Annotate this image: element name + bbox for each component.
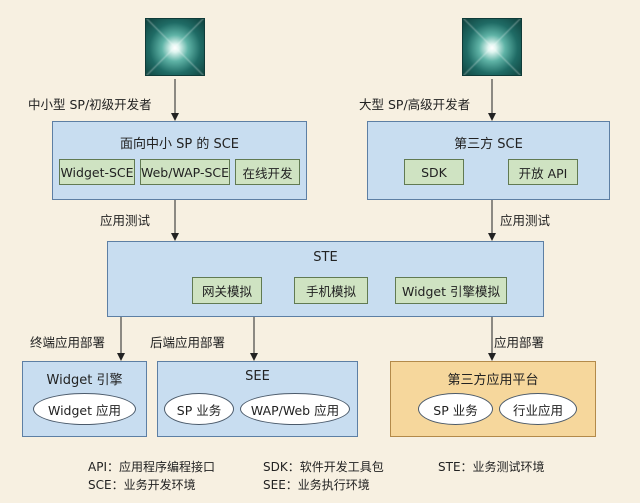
sce-third-box: 第三方 SCE SDK 开放 API <box>367 121 610 200</box>
legend-sce: SCE：业务开发环境 <box>88 478 196 492</box>
widget-app-oval: Widget 应用 <box>33 393 136 425</box>
test-left-label: 应用测试 <box>100 213 151 228</box>
open-api-item: 开放 API <box>508 159 578 185</box>
third-sp-service-oval: SP 业务 <box>418 393 493 425</box>
widget-engine-title: Widget 引擎 <box>46 373 123 388</box>
see-wap-web-oval: WAP/Web 应用 <box>240 393 350 425</box>
sme-sp-label: 中小型 SP/初级开发者 <box>28 97 152 112</box>
see-title: SEE <box>245 369 270 384</box>
third-industry-app-oval: 行业应用 <box>499 393 577 425</box>
deploy-backend-label: 后端应用部署 <box>150 335 226 350</box>
legend-sdk: SDK：软件开发工具包 <box>263 460 384 474</box>
legend-api: API：应用程序编程接口 <box>88 460 215 474</box>
large-sp-node-icon <box>462 18 522 76</box>
online-dev-item: 在线开发 <box>235 159 300 185</box>
web-wap-sce-item: Web/WAP-SCE <box>140 159 230 185</box>
deploy-terminal-label: 终端应用部署 <box>30 335 106 350</box>
sce-sme-title: 面向中小 SP 的 SCE <box>119 137 240 152</box>
third-platform-box: 第三方应用平台 SP 业务 行业应用 <box>390 361 596 437</box>
gateway-sim-item: 网关模拟 <box>192 277 262 304</box>
widget-sce-item: Widget-SCE <box>59 159 135 185</box>
third-platform-title: 第三方应用平台 <box>447 373 539 388</box>
widget-engine-box: Widget 引擎 Widget 应用 <box>22 361 147 437</box>
see-box: SEE SP 业务 WAP/Web 应用 <box>157 361 358 437</box>
phone-sim-item: 手机模拟 <box>294 277 368 304</box>
test-right-label: 应用测试 <box>500 213 551 228</box>
large-sp-label: 大型 SP/高级开发者 <box>359 97 471 112</box>
sdk-item: SDK <box>404 159 464 185</box>
ste-box: STE 网关模拟 手机模拟 Widget 引擎模拟 <box>107 241 544 317</box>
widget-engine-sim-item: Widget 引擎模拟 <box>395 277 507 304</box>
ste-title: STE <box>313 250 338 265</box>
see-sp-service-oval: SP 业务 <box>164 393 234 425</box>
sce-sme-box: 面向中小 SP 的 SCE Widget-SCE Web/WAP-SCE 在线开… <box>52 121 307 200</box>
legend-see: SEE：业务执行环境 <box>263 478 370 492</box>
legend-ste: STE：业务测试环境 <box>438 460 545 474</box>
sce-third-title: 第三方 SCE <box>454 137 523 152</box>
sme-sp-node-icon <box>145 18 205 76</box>
deploy-right-label: 应用部署 <box>494 335 545 350</box>
